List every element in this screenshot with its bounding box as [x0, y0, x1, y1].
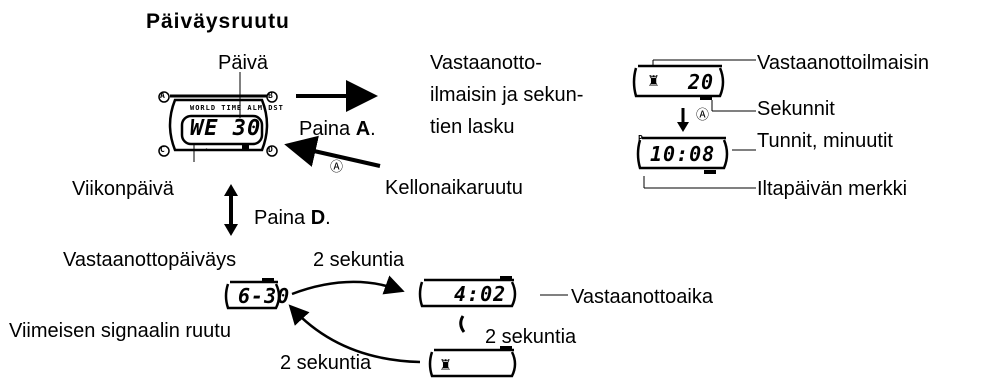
- corner-a-label: A: [160, 91, 166, 100]
- last-signal-screen: [428, 346, 517, 378]
- arrow-back-from-time-screen: [284, 135, 381, 168]
- paina-a-key: A: [355, 118, 371, 140]
- label-iltapaivan-merkki: Iltapäivän merkki: [757, 178, 908, 200]
- label-paina-d: Paina D.: [254, 207, 331, 230]
- receive-date-display: 6-30: [238, 284, 291, 308]
- page-title: Päiväysruutu: [146, 10, 290, 33]
- date-screen-top-text: WORLD TIME ALM DST: [190, 104, 284, 112]
- double-arrow-vertical: [224, 184, 238, 236]
- label-kaksi-sekuntia-top: 2 sekuntia: [313, 249, 405, 271]
- label-tunnit-minuutit: Tunnit, minuutit: [757, 130, 893, 152]
- time-screen-display: 10:08: [650, 142, 716, 166]
- tower-icon: ♜: [648, 70, 660, 91]
- circled-a-2: Ⓐ: [330, 159, 344, 174]
- arrow-down-receive: [677, 108, 689, 132]
- arrow-to-receive-time: [291, 275, 405, 296]
- label-vastaanottoilmaisin: Vastaanottoilmaisin: [757, 52, 929, 74]
- last-signal-tower-icon: ♜: [440, 354, 452, 375]
- label-kaksi-sekuntia-bottom: 2 sekuntia: [280, 352, 372, 374]
- paina-a-prefix: Paina: [299, 118, 356, 140]
- label-kaksi-sekuntia-mid: 2 sekuntia: [485, 326, 577, 348]
- label-vastaanottopaivays: Vastaanottopäiväys: [63, 249, 237, 271]
- receive-indicator-screen: [632, 59, 756, 112]
- paina-d-prefix: Paina: [254, 207, 311, 229]
- date-screen-main: WE 30: [190, 116, 262, 141]
- label-viikonpaiva: Viikonpäivä: [72, 178, 174, 200]
- corner-d-label: D: [268, 145, 274, 154]
- arrow-down-receive-time: [459, 315, 466, 333]
- receive-time-screen: [418, 276, 568, 308]
- label-sekunnit: Sekunnit: [757, 98, 835, 120]
- circled-a-1: Ⓐ: [696, 107, 710, 122]
- corner-b-label: B: [268, 91, 274, 100]
- pm-marker: P: [638, 134, 644, 143]
- svg-text:*: *: [205, 148, 208, 155]
- paina-a-suffix: .: [370, 118, 376, 140]
- arrow-back-to-receive-date: [288, 304, 421, 364]
- label-vastaanottoaika: Vastaanottoaika: [571, 286, 713, 308]
- receive-date-screen: [224, 278, 281, 310]
- label-kellonaikaruutu: Kellonaikaruutu: [385, 177, 523, 199]
- date-screen-watch: *: [158, 72, 278, 162]
- label-vastaanotto-ilmaisin-line3: tien lasku: [430, 116, 515, 138]
- receive-time-display: 4:02: [454, 282, 507, 306]
- label-paiva: Päivä: [218, 52, 269, 74]
- label-vastaanotto-ilmaisin-line2: ilmaisin ja sekun-: [430, 84, 584, 106]
- paina-d-suffix: .: [325, 207, 331, 229]
- paina-d-key: D: [310, 207, 326, 229]
- label-vastaanotto-ilmaisin-line1: Vastaanotto-: [430, 52, 542, 74]
- label-paina-a: Paina A.: [299, 118, 376, 141]
- label-viimeisen-signaalin-ruutu: Viimeisen signaalin ruutu: [9, 320, 231, 342]
- corner-c-label: C: [160, 145, 166, 154]
- receive-seconds-display: 20: [688, 70, 715, 94]
- time-screen: [636, 136, 756, 189]
